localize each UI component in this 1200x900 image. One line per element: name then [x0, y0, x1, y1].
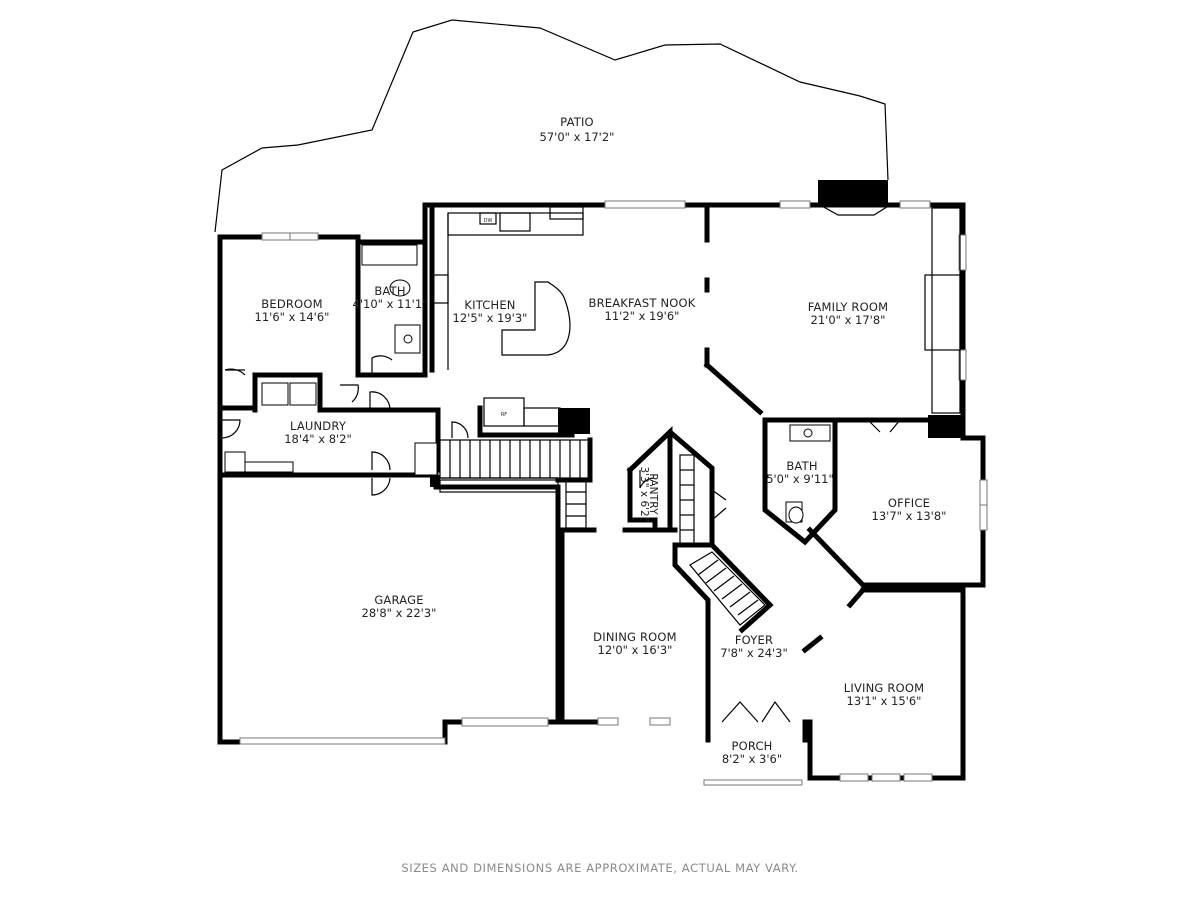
bedroom-dims: 11'6" x 14'6" — [255, 310, 330, 324]
porch-name: PORCH — [731, 739, 772, 753]
garage-name: GARAGE — [374, 593, 423, 607]
kitchen-name: KITCHEN — [464, 298, 515, 312]
dishwasher-label: DW — [484, 218, 493, 224]
family-room-bay — [819, 204, 961, 414]
bath2-fixtures — [785, 424, 831, 524]
bath1-name: BATH — [374, 284, 405, 298]
family-room-name: FAMILY ROOM — [808, 300, 889, 314]
kitchen-counters — [432, 206, 584, 427]
living-room-dims: 13'1" x 15'6" — [847, 694, 922, 708]
disclaimer-footer: SIZES AND DIMENSIONS ARE APPROXIMATE, AC… — [401, 861, 798, 875]
patio-dims: 57'0" x 17'2" — [540, 130, 615, 144]
patio-outline — [214, 19, 889, 233]
refrigerator-label: RF — [501, 412, 507, 418]
garage-dims: 28'8" x 22'3" — [362, 606, 437, 620]
foyer-name: FOYER — [735, 633, 773, 647]
dining-room-dims: 12'0" x 16'3" — [598, 643, 673, 657]
stairs — [439, 439, 766, 626]
laundry-fixtures — [224, 382, 438, 476]
bath2-dims: 5'0" x 9'11" — [766, 472, 834, 486]
bedroom-name: BEDROOM — [261, 297, 322, 311]
bath1-dims: 4'10" x 11'1" — [353, 297, 428, 311]
kitchen-dims: 12'5" x 19'3" — [453, 311, 528, 325]
bath2-name: BATH — [786, 459, 817, 473]
dining-room-name: DINING ROOM — [593, 630, 677, 644]
porch-dims: 8'2" x 3'6" — [722, 752, 782, 766]
pantry-name: PANTRY — [647, 473, 659, 515]
laundry-dims: 18'4" x 8'2" — [284, 432, 352, 446]
laundry-name: LAUNDRY — [290, 419, 347, 433]
bath1-fixtures — [361, 244, 421, 354]
living-room-name: LIVING ROOM — [844, 681, 924, 695]
breakfast-nook-dims: 11'2" x 19'6" — [605, 309, 680, 323]
room-labels: PATIO 57'0" x 17'2" BEDROOM 11'6" x 14'6… — [255, 115, 947, 766]
doors — [221, 355, 901, 723]
office-name: OFFICE — [888, 496, 930, 510]
foyer-dims: 7'8" x 24'3" — [720, 646, 788, 660]
breakfast-nook-name: BREAKFAST NOOK — [588, 296, 695, 310]
patio-name: PATIO — [560, 115, 594, 129]
family-room-dims: 21'0" x 17'8" — [811, 313, 886, 327]
pantry-dims: 3'3" x 6'2" — [638, 466, 650, 521]
solid-blocks — [430, 180, 963, 487]
windows — [239, 200, 988, 786]
office-dims: 13'7" x 13'8" — [872, 509, 947, 523]
